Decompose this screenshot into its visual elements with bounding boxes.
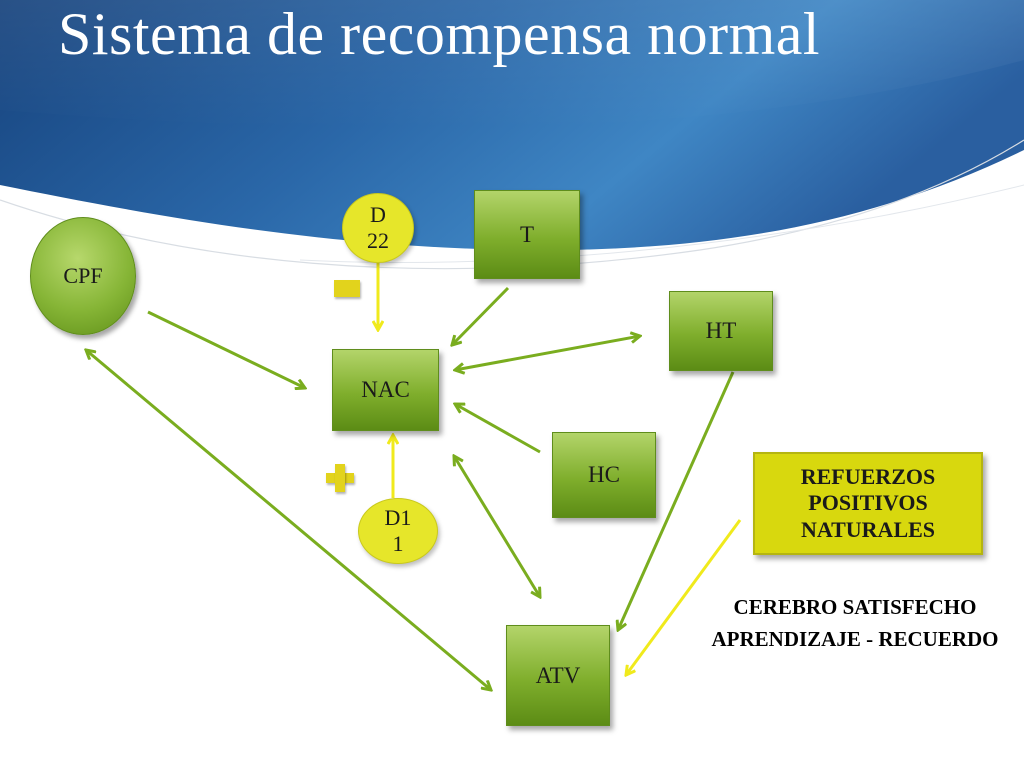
arrow-nac-ht (455, 336, 640, 370)
node-t: T (474, 190, 580, 279)
node-atv: ATV (506, 625, 610, 726)
arrow-reinforcers-to-atv (626, 519, 742, 675)
slide-title: Sistema de recompensa normal (58, 1, 821, 67)
node-cpf-label: CPF (63, 263, 103, 288)
arrow-ht-to-atv (618, 371, 735, 630)
arrow-nac-atv (454, 456, 540, 597)
node-ht-label: HT (705, 318, 737, 343)
node-d22-label: D 22 (367, 201, 389, 253)
outcome-note-text: CEREBRO SATISFECHO APRENDIZAJE - RECUERD… (711, 595, 999, 651)
node-cpf: CPF (30, 217, 136, 335)
node-atv-label: ATV (535, 662, 581, 688)
node-d11-label: D1 1 (384, 504, 412, 556)
node-nac-label: NAC (361, 377, 410, 402)
node-ht: HT (669, 291, 773, 371)
node-d11: D1 1 (358, 498, 438, 564)
node-t-label: T (519, 221, 535, 247)
plus-sign (326, 464, 354, 492)
arrow-t-to-nac (452, 286, 510, 345)
node-d22: D 22 (342, 193, 414, 263)
arrow-hc-to-nac (455, 404, 541, 454)
reinforcers-box: REFUERZOS POSITIVOS NATURALES (753, 452, 983, 555)
arrow-cpf-to-nac (147, 310, 305, 388)
arrow-cpf-atv (86, 350, 491, 690)
reinforcers-label: REFUERZOS POSITIVOS NATURALES (800, 463, 936, 542)
node-hc: HC (552, 432, 656, 518)
minus-sign (334, 280, 360, 297)
node-nac: NAC (332, 349, 439, 431)
outcome-note: CEREBRO SATISFECHO APRENDIZAJE - RECUERD… (690, 592, 1020, 655)
node-hc-label: HC (588, 462, 620, 487)
